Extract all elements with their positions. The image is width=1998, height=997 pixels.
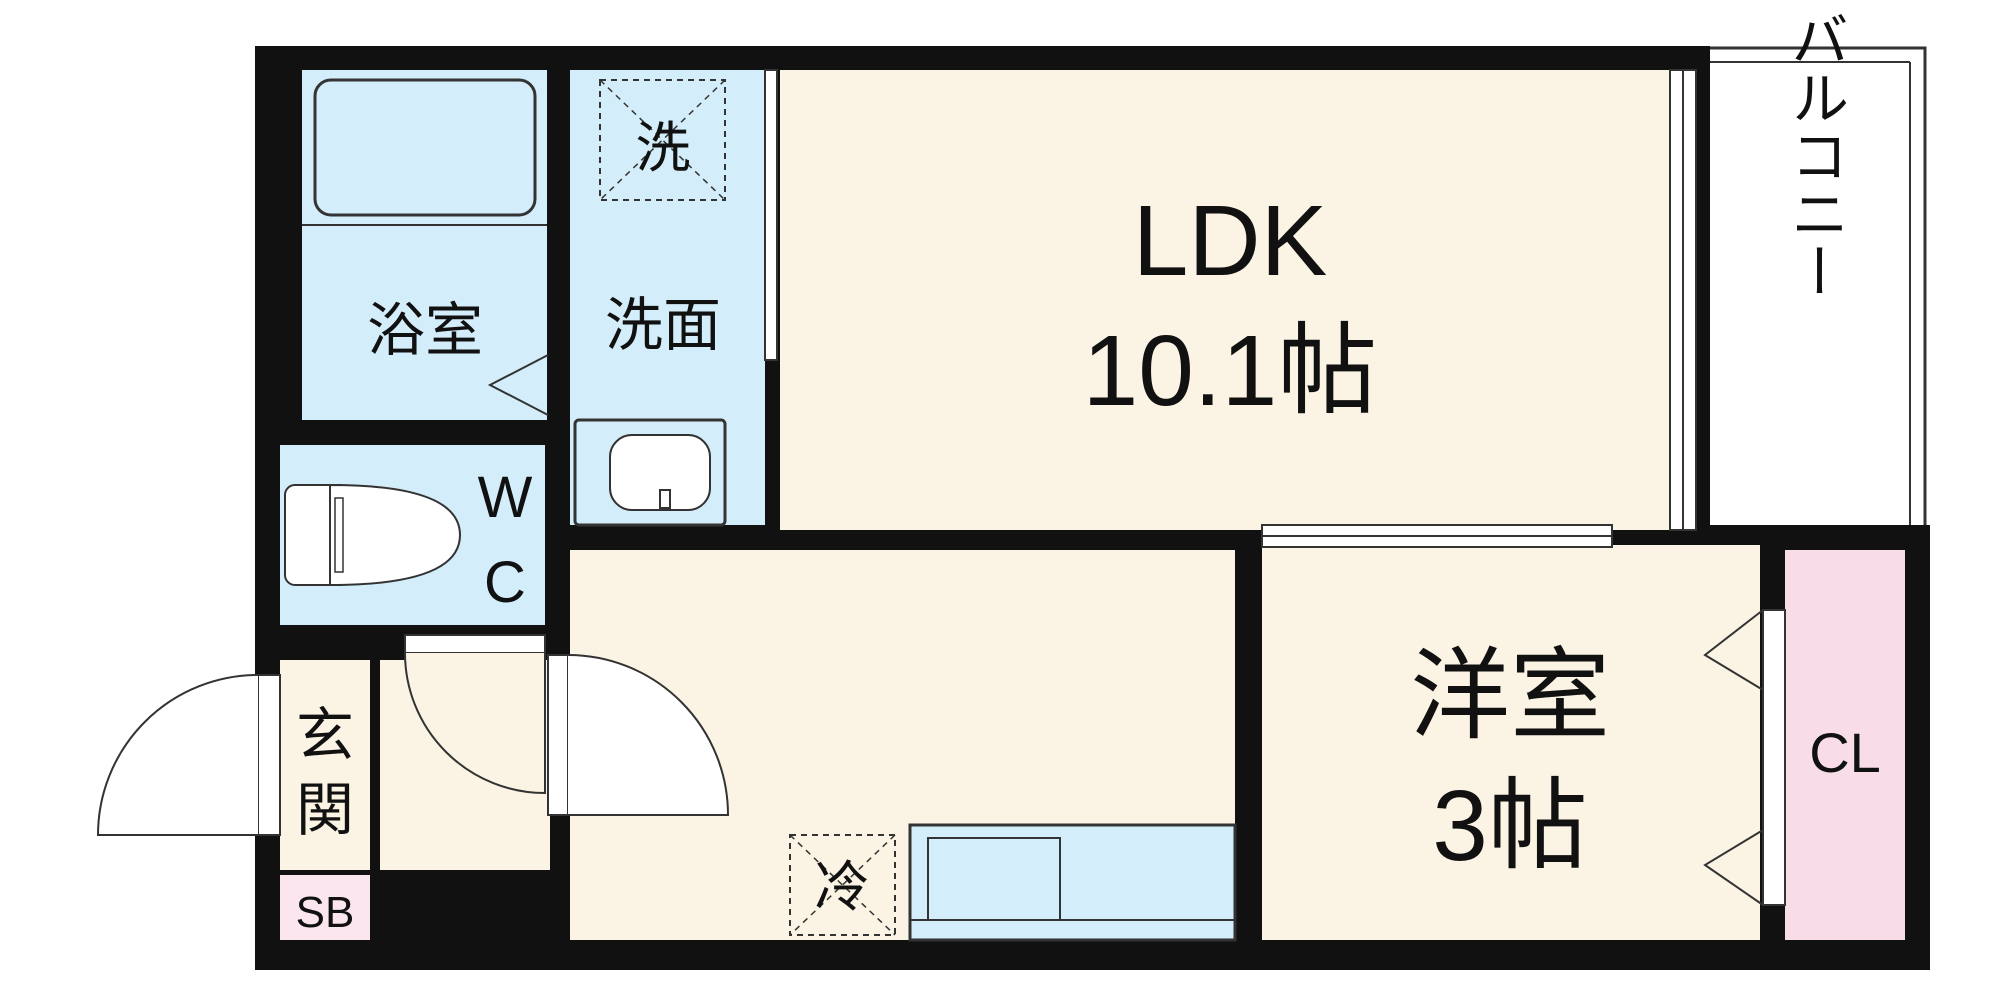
fridge-label: 冷 [814, 855, 869, 919]
ldk-floor [780, 70, 1670, 530]
balcony [1698, 46, 1927, 530]
kitchen-counter [908, 823, 1237, 942]
closet-door-icon-2 [1703, 829, 1764, 906]
entrance-floor [280, 660, 370, 870]
bath-door-icon [487, 354, 549, 416]
toilet-bowl-icon [284, 483, 462, 587]
fridge-space [789, 834, 896, 936]
washer-label: 洗 [635, 116, 690, 180]
washroom-window [764, 69, 778, 361]
closet-area [1785, 550, 1905, 940]
bath-label: 浴室 [367, 296, 483, 364]
shoe-box-area [280, 875, 370, 940]
western-room-label: 洋室 [1410, 637, 1610, 754]
entrance-door-swing [96, 674, 259, 836]
toilet-label-bottom: C [484, 550, 526, 615]
entrance-door-frame [257, 674, 281, 836]
closet-label: CL [1809, 721, 1881, 784]
western-room-floor [1262, 545, 1760, 940]
ldk-size-label: 10.1帖 [1083, 315, 1378, 427]
balcony-label: バルコニー [1781, 10, 1849, 300]
closet-door-icon [1703, 609, 1764, 691]
entrance-label-bottom: 関 [296, 776, 354, 844]
ldk-door-swing [567, 654, 730, 816]
hall-door-frame [547, 654, 569, 816]
washroom-label: 洗面 [605, 291, 721, 359]
closet-door-frame [1762, 609, 1786, 906]
western-room-size-label: 3帖 [1432, 770, 1588, 882]
shoe-box-label: SB [296, 888, 355, 937]
washer-space [599, 79, 726, 201]
toilet-door-swing [404, 652, 546, 795]
entrance-label-top: 玄 [296, 701, 354, 769]
bathtub [313, 78, 537, 217]
ldk-label: LDK [1133, 185, 1328, 297]
toilet-label-top: W [478, 465, 533, 530]
toilet-door-frame [404, 634, 546, 654]
